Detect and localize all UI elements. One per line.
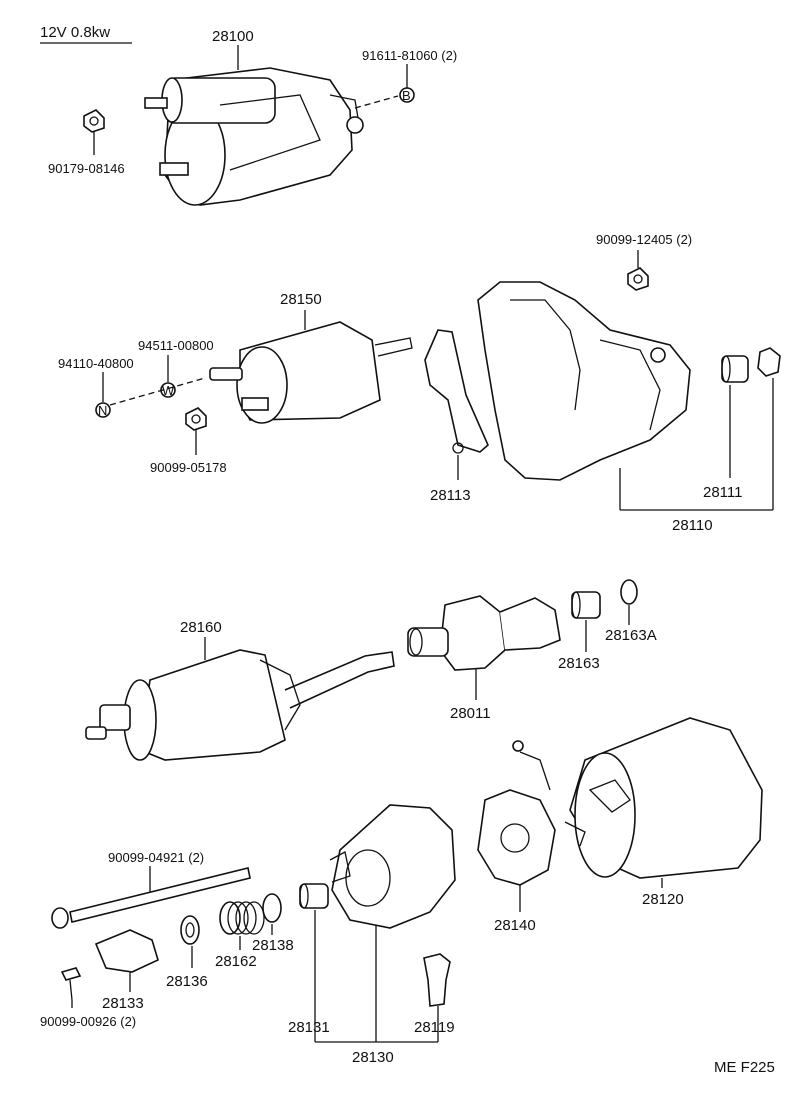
label-90179-08146: 90179-08146 [48, 161, 125, 176]
cap-28119[interactable] [423, 953, 451, 1007]
clip-28136[interactable] [180, 915, 200, 945]
dash-b [354, 95, 399, 109]
solenoid-28150[interactable] [209, 321, 413, 424]
nut-90179-08146[interactable] [83, 109, 105, 133]
housing-28110[interactable] [477, 281, 691, 481]
label-28163: 28163 [558, 655, 600, 672]
gasket-28110[interactable] [757, 347, 781, 377]
dash-n [109, 377, 206, 406]
label-28163a: 28163A [605, 627, 657, 644]
label-28120: 28120 [642, 891, 684, 908]
label-28140: 28140 [494, 917, 536, 934]
label-28110: 28110 [672, 517, 713, 534]
label-28119: 28119 [414, 1019, 455, 1036]
label-28011: 28011 [450, 705, 491, 722]
armature-28160[interactable] [85, 649, 395, 761]
label-28138: 28138 [252, 937, 294, 954]
cover-28133[interactable] [94, 929, 159, 973]
bushing-28131[interactable] [299, 883, 329, 909]
label-28150: 28150 [280, 291, 322, 308]
label-28100: 28100 [212, 28, 254, 45]
label-94511-00800: 94511-00800 [138, 338, 214, 353]
label-91611-81060: 91611-81060 (2) [362, 48, 457, 63]
marker-b-icon [399, 87, 415, 103]
spec-label: 12V 0.8kw [40, 24, 110, 41]
washer-28138[interactable] [262, 893, 282, 923]
corner-code: ME F225 [714, 1059, 775, 1076]
label-28130: 28130 [352, 1049, 394, 1066]
spring-28162[interactable] [219, 901, 265, 935]
label-90099-00926: 90099-00926 (2) [40, 1014, 136, 1029]
yoke-28120[interactable] [564, 717, 763, 879]
nut-90099-05178[interactable] [185, 407, 207, 431]
marker-b-letter: B [402, 88, 411, 103]
label-28111: 28111 [703, 484, 743, 501]
end-frame-28130[interactable] [329, 804, 456, 929]
clutch-28011[interactable] [407, 595, 561, 671]
label-28133: 28133 [102, 995, 144, 1012]
bushing-28163[interactable] [571, 591, 601, 619]
ring-28163a[interactable] [620, 579, 638, 605]
label-28160: 28160 [180, 619, 222, 636]
label-28136: 28136 [166, 973, 208, 990]
marker-n-letter: N [98, 403, 107, 418]
marker-n-icon [95, 402, 111, 418]
label-28113: 28113 [430, 487, 471, 504]
lever-28113[interactable] [424, 329, 489, 454]
through-bolt-90099-04921[interactable] [51, 867, 251, 929]
label-94110-40800: 94110-40800 [58, 356, 134, 371]
label-90099-05178: 90099-05178 [150, 460, 227, 475]
label-90099-04921: 90099-04921 (2) [108, 850, 204, 865]
brush-holder-28140[interactable] [477, 740, 556, 886]
label-28131: 28131 [288, 1019, 330, 1036]
bushing-28111[interactable] [721, 355, 749, 383]
starter-assembly-28100[interactable] [144, 67, 364, 206]
nut-90099-12405[interactable] [627, 267, 649, 291]
marker-w-letter: W [162, 383, 175, 398]
label-90099-12405: 90099-12405 (2) [596, 232, 692, 247]
label-28162: 28162 [215, 953, 257, 970]
screw-90099-00926[interactable] [60, 967, 82, 1001]
